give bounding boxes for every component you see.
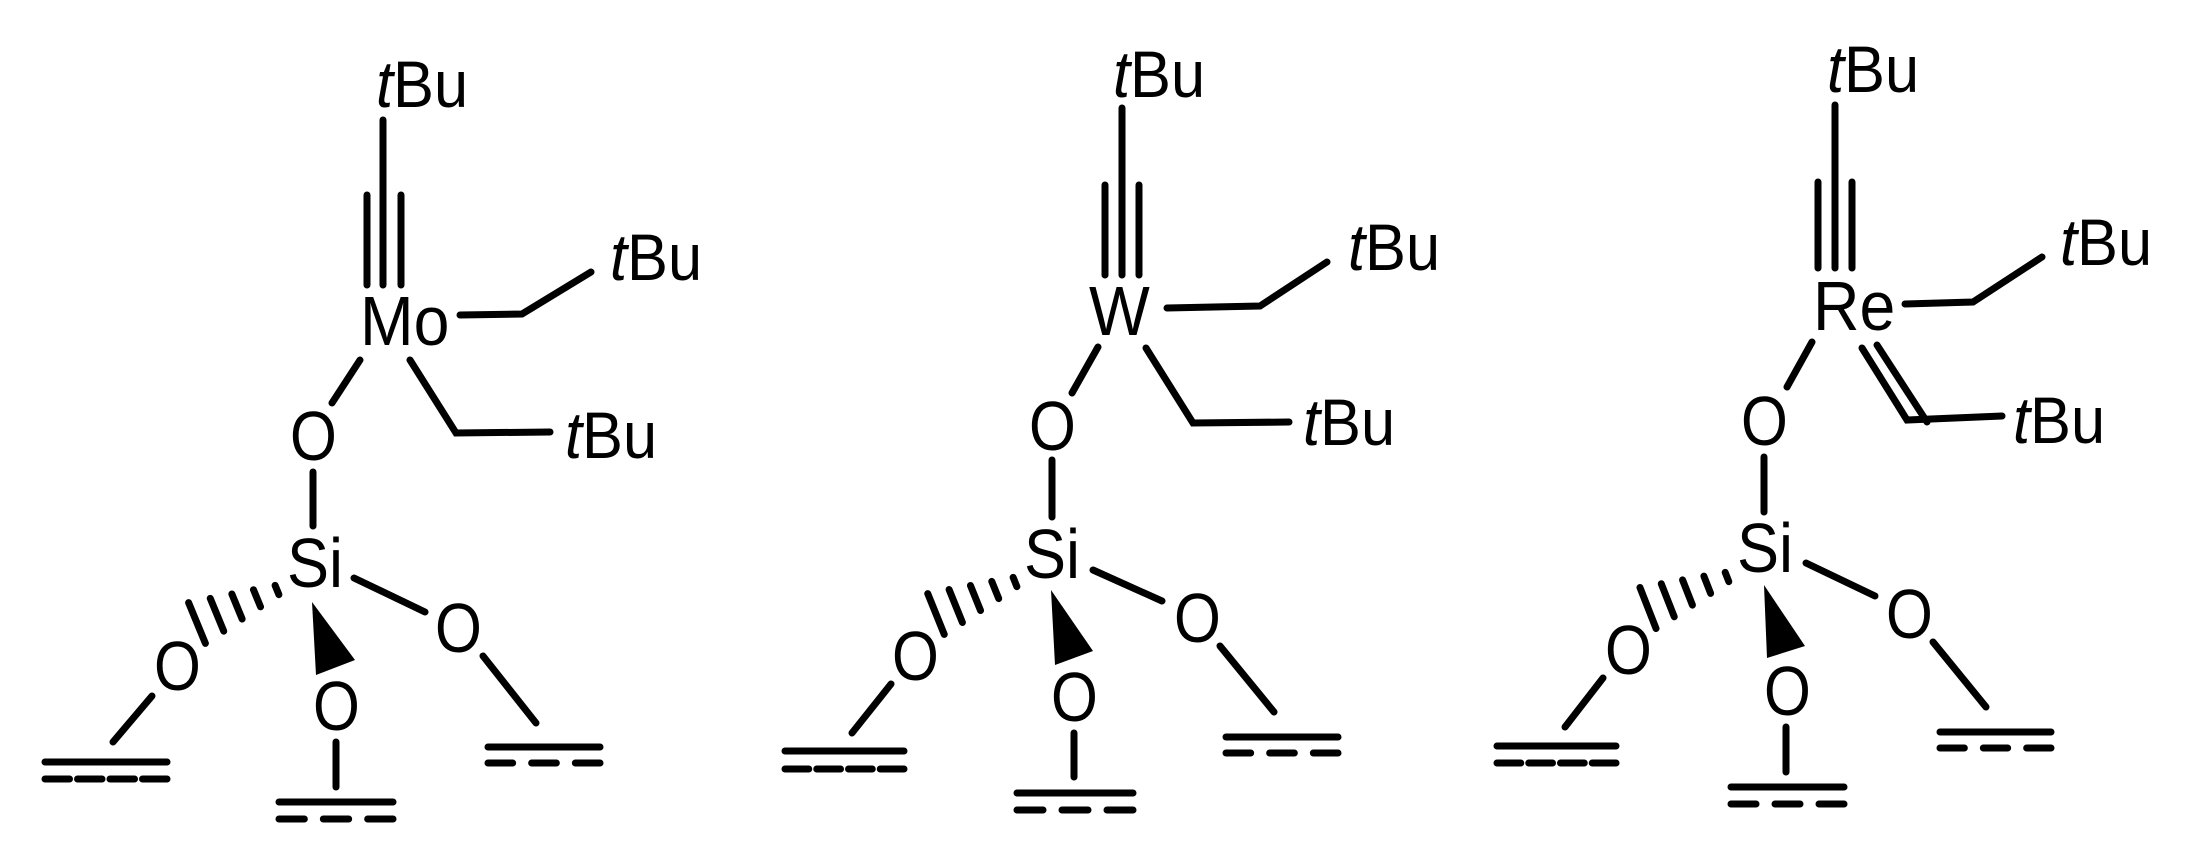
tbu-alkylidyne: tBu xyxy=(376,47,468,122)
hash-segment xyxy=(1657,580,1678,621)
wedge-bond xyxy=(312,602,355,675)
tbu-neopentyl: tBu xyxy=(1348,210,1440,285)
wedge-bond xyxy=(1051,590,1093,665)
hash-segment xyxy=(228,590,246,623)
si-o-bond-right xyxy=(1802,559,1879,600)
silicon-atom: Si xyxy=(287,525,343,603)
tert-prefix: t xyxy=(610,220,629,295)
butyl-label: Bu xyxy=(1130,37,1205,112)
hashed-bond xyxy=(924,573,1021,638)
silicon-atom: Si xyxy=(1024,516,1080,594)
hash-segment xyxy=(1679,576,1696,609)
metal-oxygen-bond xyxy=(1068,343,1102,397)
hash-segment xyxy=(206,594,228,635)
hash-segment xyxy=(249,586,265,611)
butyl-label: Bu xyxy=(582,398,657,473)
wedge-bond xyxy=(1764,585,1805,658)
silica-surface-bottom xyxy=(1013,789,1137,814)
hash-segment xyxy=(271,581,283,599)
hash-segment xyxy=(1700,572,1715,597)
oxygen-right: O xyxy=(1886,575,1933,653)
oxygen-bottom: O xyxy=(1764,652,1811,730)
metal-label-re: Re xyxy=(1813,268,1895,346)
si-o-bond-right xyxy=(1089,566,1166,605)
tert-prefix: t xyxy=(2013,383,2032,458)
oxygen-bridge: O xyxy=(1741,382,1788,460)
butyl-label: Bu xyxy=(627,220,702,295)
silica-surface-bottom xyxy=(275,798,397,823)
o-surface-bond-right xyxy=(1216,642,1278,716)
butyl-label: Bu xyxy=(1365,210,1440,285)
tbu-neopentyl-lower: tBu xyxy=(1303,385,1395,460)
hash-segment xyxy=(945,586,966,626)
neopentyl-bond-lower xyxy=(406,356,554,437)
hash-segment xyxy=(1636,584,1660,632)
alkylidene-bond xyxy=(1858,344,2006,424)
silica-surface-left xyxy=(1493,742,1620,767)
tbu-alkylidyne: tBu xyxy=(1827,32,1919,107)
silica-surface-left xyxy=(781,747,908,773)
silicon-atom: Si xyxy=(1737,510,1793,588)
oxygen-left: O xyxy=(1605,611,1652,689)
neopentyl-bond xyxy=(1901,253,2046,308)
tert-prefix: t xyxy=(1348,210,1367,285)
butyl-label: Bu xyxy=(1844,32,1919,107)
o-surface-bond-left xyxy=(109,692,156,746)
metal-oxygen-bond xyxy=(1783,338,1816,391)
neopentyl-bond-lower xyxy=(1142,344,1293,427)
butyl-label: Bu xyxy=(2077,205,2152,280)
silica-surface-bottom xyxy=(1727,783,1848,808)
hash-segment xyxy=(924,590,948,638)
o-surface-bond-right xyxy=(1929,638,1990,711)
oxygen-right: O xyxy=(435,589,482,667)
oxygen-bridge: O xyxy=(290,397,337,475)
metal-label-w: W xyxy=(1089,273,1150,351)
hashed-bond xyxy=(1636,568,1733,632)
oxygen-left: O xyxy=(892,617,939,695)
tert-prefix: t xyxy=(565,398,584,473)
metal-oxygen-bond xyxy=(328,356,364,407)
silica-surface-right xyxy=(1936,728,2055,752)
hash-segment xyxy=(966,581,985,615)
si-o-bond-right xyxy=(350,574,429,616)
tbu-neopentyl-lower: tBu xyxy=(565,398,657,473)
oxygen-bridge: O xyxy=(1029,387,1076,465)
tbu-neopentyl: tBu xyxy=(610,220,702,295)
tert-prefix: t xyxy=(1303,385,1322,460)
tert-prefix: t xyxy=(1113,37,1132,112)
hash-segment xyxy=(1721,568,1733,586)
o-surface-bond-right xyxy=(479,652,540,727)
double-bond-inner-line xyxy=(1873,341,1931,426)
tert-prefix: t xyxy=(376,47,395,122)
hash-segment xyxy=(988,577,1003,603)
butyl-label: Bu xyxy=(2030,383,2105,458)
silica-surface-right xyxy=(484,743,604,767)
butyl-label: Bu xyxy=(1320,385,1395,460)
oxygen-right: O xyxy=(1174,579,1221,657)
tert-prefix: t xyxy=(2060,205,2079,280)
hashed-bond xyxy=(185,581,283,647)
metal-label-mo: Mo xyxy=(360,283,449,361)
silica-surface-left xyxy=(41,758,171,783)
o-surface-bond-left xyxy=(1561,674,1607,731)
o-surface-bond-left xyxy=(848,680,895,737)
neopentyl-bond xyxy=(1163,258,1331,312)
neopentyl-bond xyxy=(456,268,595,319)
tbu-alkylidene: tBu xyxy=(2013,383,2105,458)
oxygen-bottom: O xyxy=(1051,658,1098,736)
hash-segment xyxy=(1009,573,1021,591)
hash-segment xyxy=(185,599,209,647)
oxygen-left: O xyxy=(154,627,201,705)
tbu-neopentyl: tBu xyxy=(2060,205,2152,280)
silica-surface-right xyxy=(1222,733,1342,757)
tert-prefix: t xyxy=(1827,32,1846,107)
oxygen-bottom: O xyxy=(313,667,360,745)
tbu-alkylidyne: tBu xyxy=(1113,37,1205,112)
butyl-label: Bu xyxy=(393,47,468,122)
